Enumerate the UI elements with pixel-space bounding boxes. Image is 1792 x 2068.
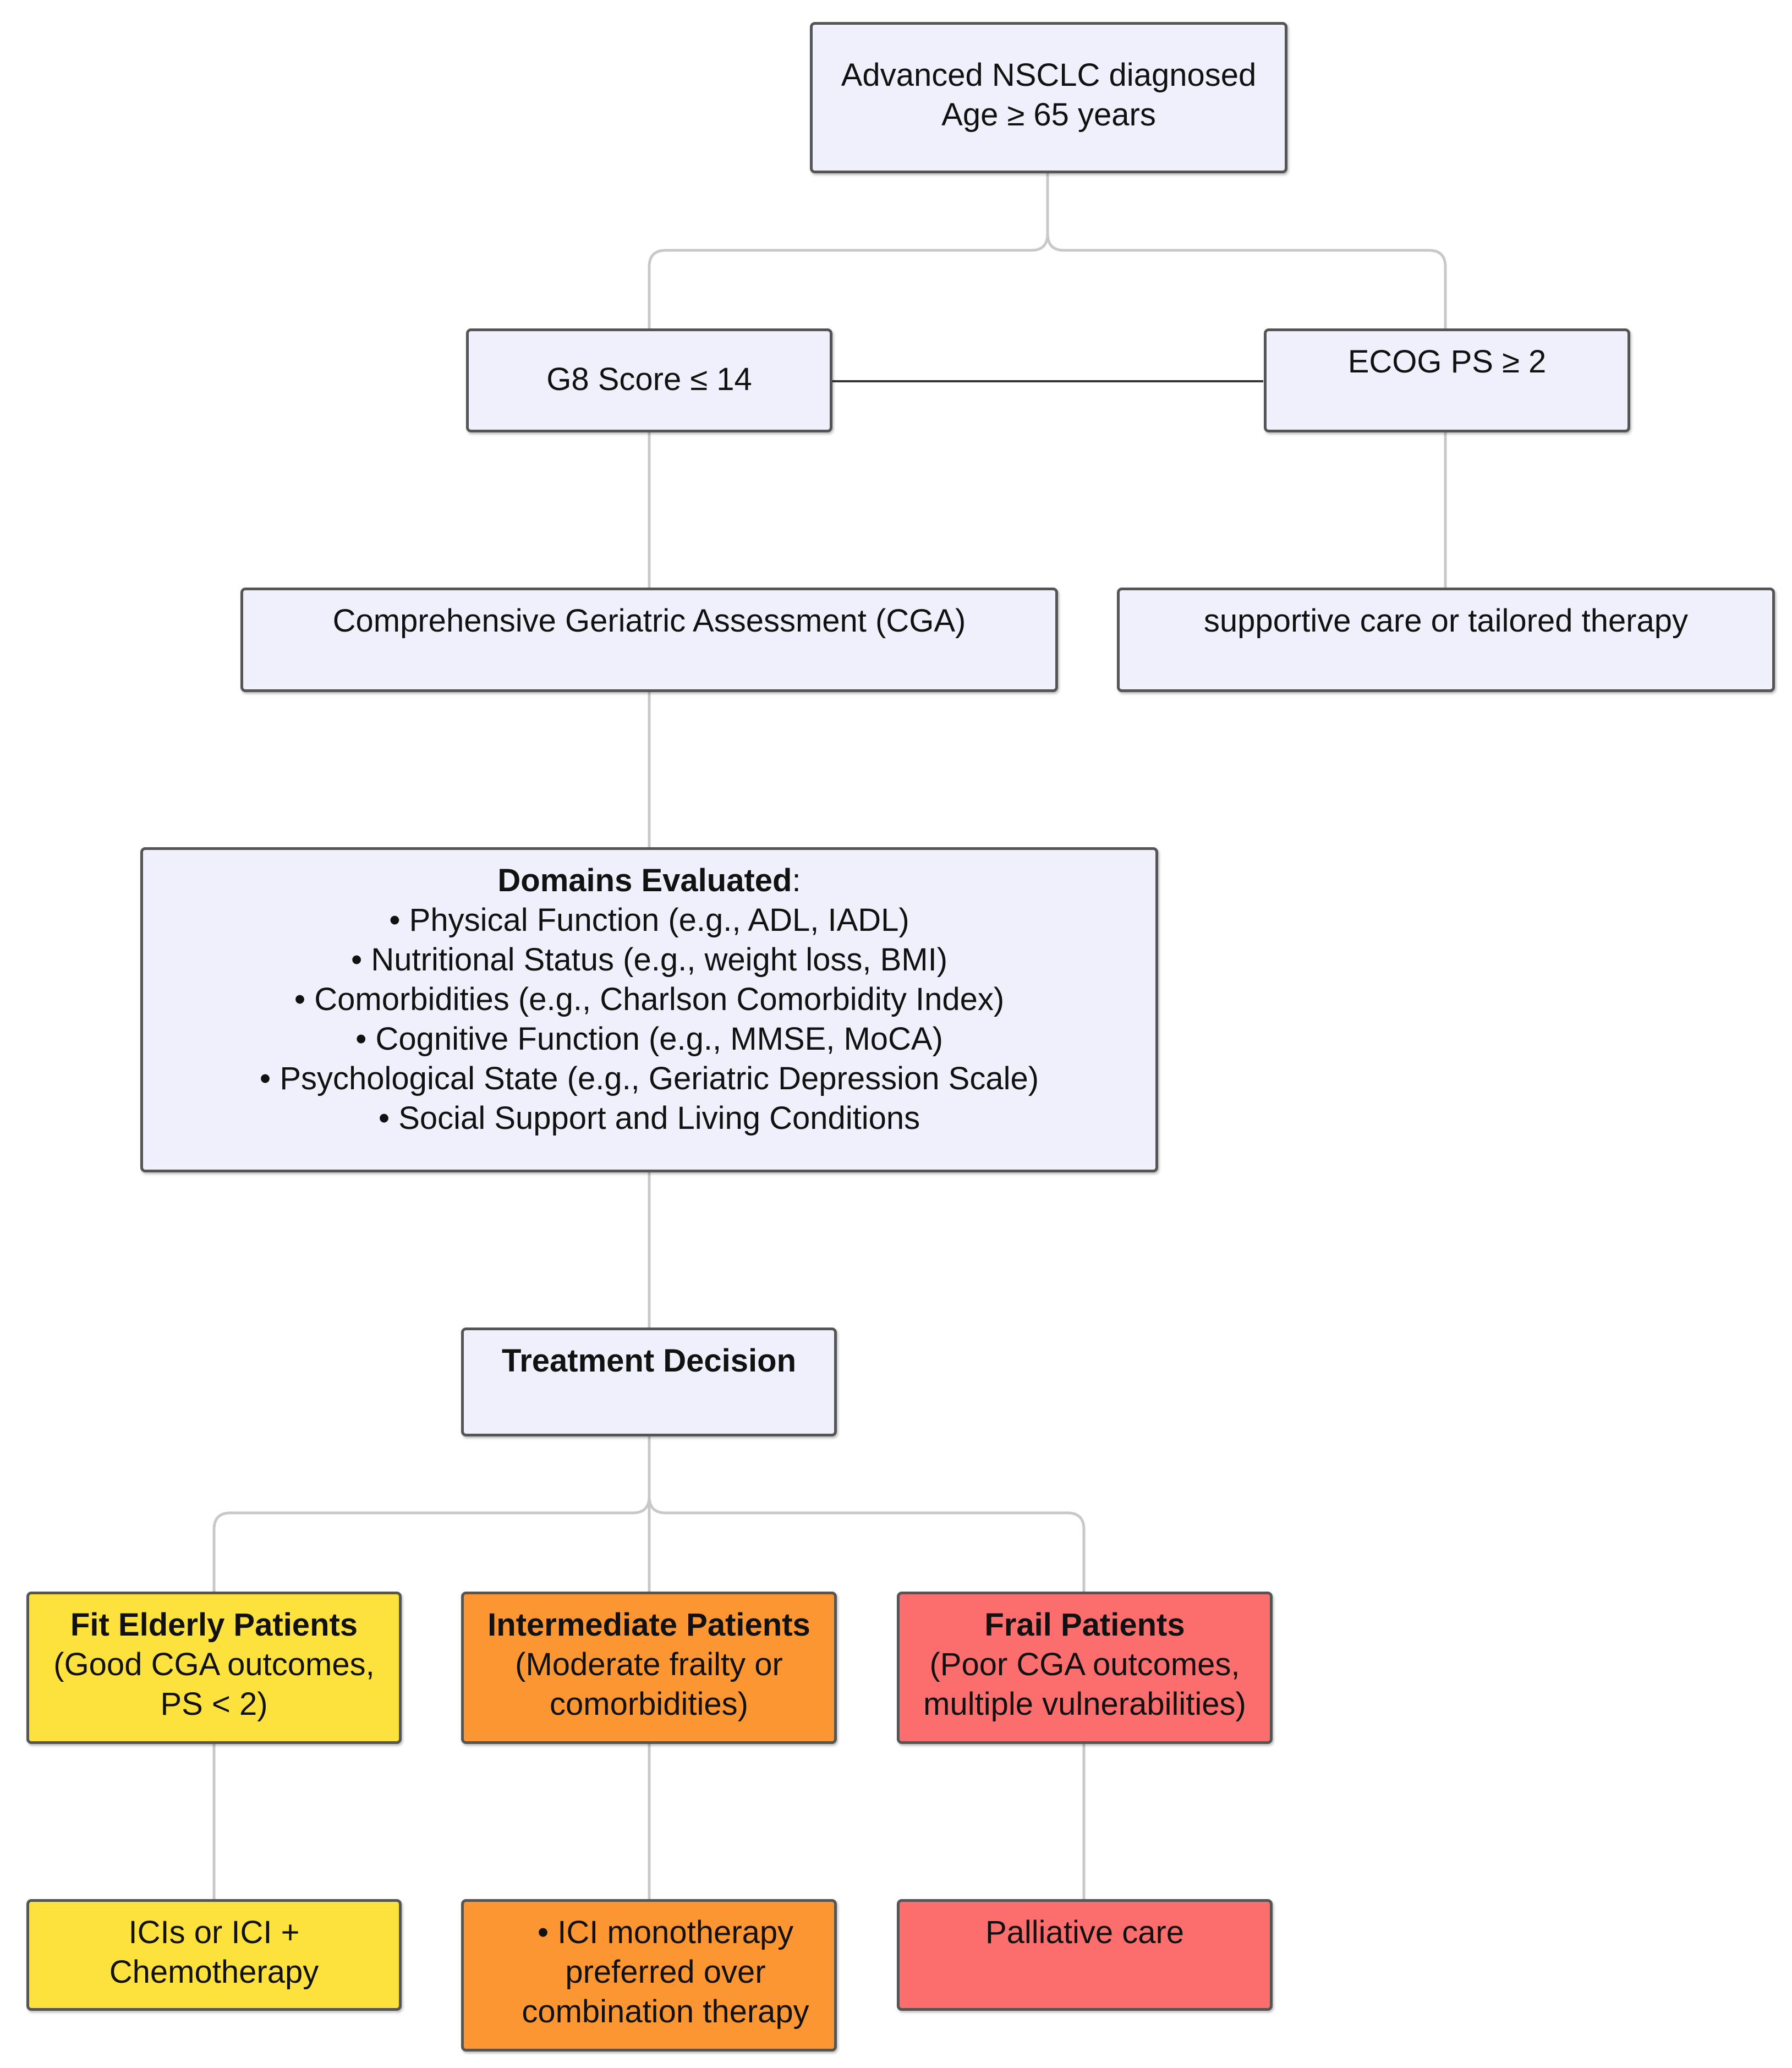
fit-treatment-line-2: Chemotherapy xyxy=(109,1954,319,1990)
g8-node: G8 Score ≤ 14 xyxy=(466,328,832,432)
frail-treatment-node: Palliative care xyxy=(897,1899,1273,2011)
ecog-node: ECOG PS ≥ 2 xyxy=(1264,328,1630,432)
intermediate-line-2: (Moderate frailty or xyxy=(515,1647,783,1682)
decision-label: Treatment Decision xyxy=(501,1343,797,1379)
connector-root-g8 xyxy=(648,172,1049,332)
connector-root-ecog xyxy=(1046,232,1447,332)
intermediate-node: Intermediate Patients (Moderate frailty … xyxy=(461,1592,837,1744)
frail-line-2: (Poor CGA outcomes, xyxy=(929,1647,1240,1682)
domains-node: Domains Evaluated: • Physical Function (… xyxy=(140,847,1158,1172)
cga-label: Comprehensive Geriatric Assessment (CGA) xyxy=(332,603,966,639)
decision-node: Treatment Decision xyxy=(461,1328,837,1436)
frail-treatment-label: Palliative care xyxy=(985,1915,1185,1950)
domain-item: • Comorbidities (e.g., Charlson Comorbid… xyxy=(294,981,1005,1017)
fit-treatment-node: ICIs or ICI + Chemotherapy xyxy=(26,1899,402,2011)
frail-node: Frail Patients (Poor CGA outcomes, multi… xyxy=(897,1592,1273,1744)
supportive-label: supportive care or tailored therapy xyxy=(1203,603,1689,639)
g8-label: G8 Score ≤ 14 xyxy=(546,361,752,397)
domains-title-suffix: : xyxy=(792,863,801,898)
frail-title: Frail Patients xyxy=(984,1607,1185,1643)
domain-item: • Physical Function (e.g., ADL, IADL) xyxy=(389,902,909,938)
root-node: Advanced NSCLC diagnosed Age ≥ 65 years xyxy=(810,22,1287,173)
fit-title: Fit Elderly Patients xyxy=(70,1607,358,1643)
intermediate-line-3: comorbidities) xyxy=(550,1686,748,1722)
domains-title: Domains Evaluated xyxy=(497,863,792,898)
supportive-node: supportive care or tailored therapy xyxy=(1117,588,1775,692)
cga-node: Comprehensive Geriatric Assessment (CGA) xyxy=(240,588,1058,692)
fit-line-2: (Good CGA outcomes, xyxy=(53,1647,375,1682)
ecog-label: ECOG PS ≥ 2 xyxy=(1347,344,1547,380)
root-line-1: Advanced NSCLC diagnosed xyxy=(841,57,1257,93)
intermediate-treatment-line-2: preferred over xyxy=(565,1954,766,1990)
domain-item: • Social Support and Living Conditions xyxy=(378,1100,920,1136)
domains-title-line: Domains Evaluated: xyxy=(143,861,1155,901)
intermediate-treatment-line-3: combination therapy xyxy=(522,1994,809,2029)
root-line-2: Age ≥ 65 years xyxy=(941,97,1156,133)
domain-item: • Nutritional Status (e.g., weight loss,… xyxy=(350,942,948,978)
fit-node: Fit Elderly Patients (Good CGA outcomes,… xyxy=(26,1592,402,1744)
connector-decision-fit xyxy=(212,1435,651,1594)
domain-item: • Cognitive Function (e.g., MMSE, MoCA) xyxy=(355,1021,943,1057)
intermediate-treatment-line-1: • ICI monotherapy xyxy=(537,1915,794,1950)
intermediate-title: Intermediate Patients xyxy=(487,1607,810,1643)
fit-treatment-line-1: ICIs or ICI + xyxy=(128,1915,300,1950)
connector-decision-frail xyxy=(648,1495,1086,1594)
domain-item: • Psychological State (e.g., Geriatric D… xyxy=(259,1061,1039,1096)
frail-line-3: multiple vulnerabilities) xyxy=(923,1686,1246,1722)
fit-line-3: PS < 2) xyxy=(160,1686,268,1722)
intermediate-treatment-node: • ICI monotherapy preferred over combina… xyxy=(461,1899,837,2051)
